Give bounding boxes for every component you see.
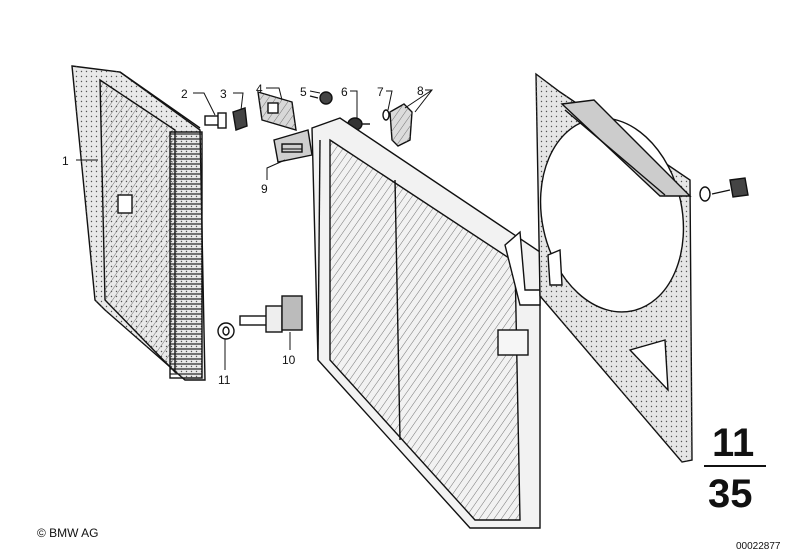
bracket-plate-part (389, 103, 413, 147)
radiator-core (311, 117, 541, 529)
copyright-notice: © BMW AG (37, 526, 99, 540)
fan-shroud (535, 72, 749, 463)
temperature-switch-part (239, 295, 303, 333)
callout-2: 2 (181, 87, 188, 101)
bracket-part (257, 91, 297, 131)
callout-3: 3 (220, 87, 227, 101)
callout-6: 6 (341, 85, 348, 99)
clip-part (232, 107, 248, 131)
callout-11: 11 (218, 373, 231, 387)
callout-7: 7 (377, 85, 384, 99)
diagram-number: 00022877 (736, 541, 781, 552)
callout-5: 5 (300, 85, 307, 99)
group-sub-number: 35 (708, 472, 753, 516)
washer-part-7 (382, 109, 390, 121)
group-number: 11 35 (704, 421, 766, 516)
carrier-part (273, 129, 313, 163)
front-cover-panel (71, 65, 206, 381)
callout-8: 8 (417, 84, 424, 98)
callout-9: 9 (261, 182, 268, 196)
leader-lines (76, 87, 434, 370)
callout-1: 1 (62, 154, 69, 168)
callout-10: 10 (282, 353, 296, 367)
seal-ring-part (217, 322, 235, 340)
screw-part (309, 91, 333, 105)
callout-4: 4 (256, 82, 263, 96)
callout-labels: 1 2 3 4 5 6 7 8 9 10 11 (62, 82, 424, 387)
bolt-part (204, 112, 227, 129)
group-main-number: 11 (712, 421, 754, 465)
